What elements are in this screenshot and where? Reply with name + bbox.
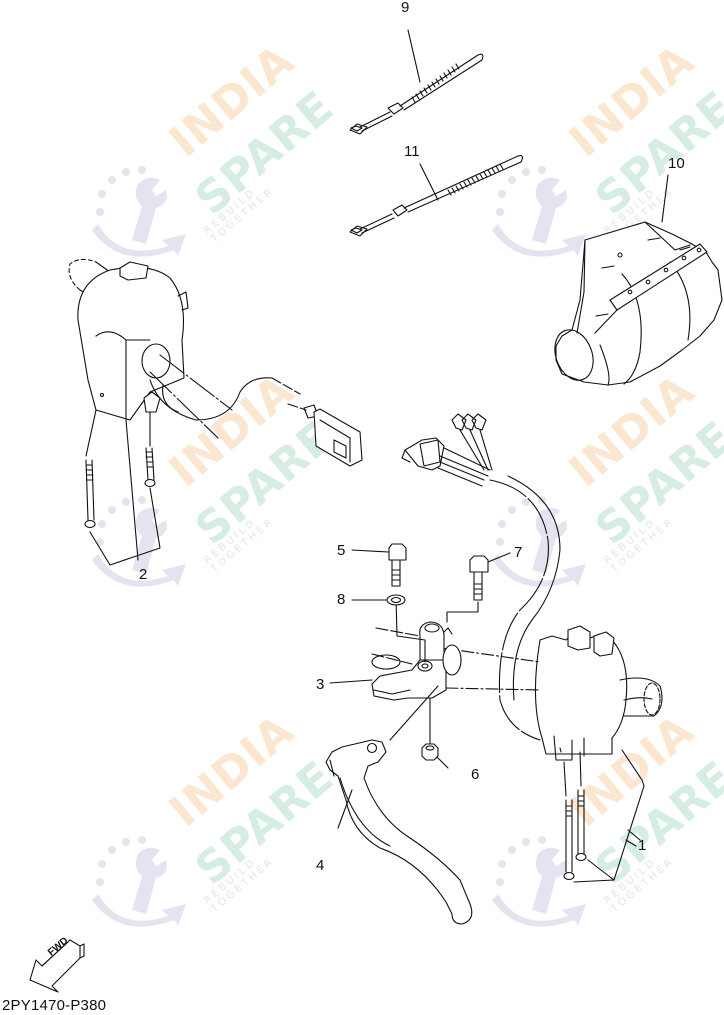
right-switch-screws bbox=[563, 749, 645, 883]
right-switch-connectors bbox=[401, 413, 561, 741]
callout-3: 3 bbox=[316, 676, 325, 693]
fwd-arrow-icon bbox=[29, 939, 85, 993]
callout-1: 1 bbox=[638, 837, 647, 854]
callout-8: 8 bbox=[337, 591, 346, 608]
washer-8 bbox=[386, 594, 406, 606]
right-handlebar-switch bbox=[441, 625, 663, 761]
callout-5: 5 bbox=[337, 542, 346, 559]
callout-4: 4 bbox=[316, 857, 325, 874]
nut-6 bbox=[421, 743, 439, 761]
callout-6: 6 bbox=[471, 766, 480, 783]
ignition-coil-10 bbox=[554, 174, 723, 386]
lever-4 bbox=[325, 739, 473, 925]
left-handlebar-switch bbox=[68, 258, 363, 467]
cable-tie-11 bbox=[349, 155, 523, 237]
bolt-5 bbox=[388, 543, 407, 587]
callout-9: 9 bbox=[401, 0, 410, 16]
callout-11: 11 bbox=[404, 143, 420, 160]
leader-lines bbox=[329, 549, 637, 847]
callout-7: 7 bbox=[514, 544, 523, 561]
cable-tie-9 bbox=[349, 29, 484, 135]
callout-10: 10 bbox=[668, 155, 685, 172]
bolt-7 bbox=[469, 555, 489, 601]
lever-holder-3 bbox=[371, 597, 479, 745]
drawing-code: 2PY1470-P380 bbox=[2, 997, 107, 1014]
callout-2: 2 bbox=[139, 566, 148, 583]
left-switch-screws bbox=[84, 409, 161, 566]
